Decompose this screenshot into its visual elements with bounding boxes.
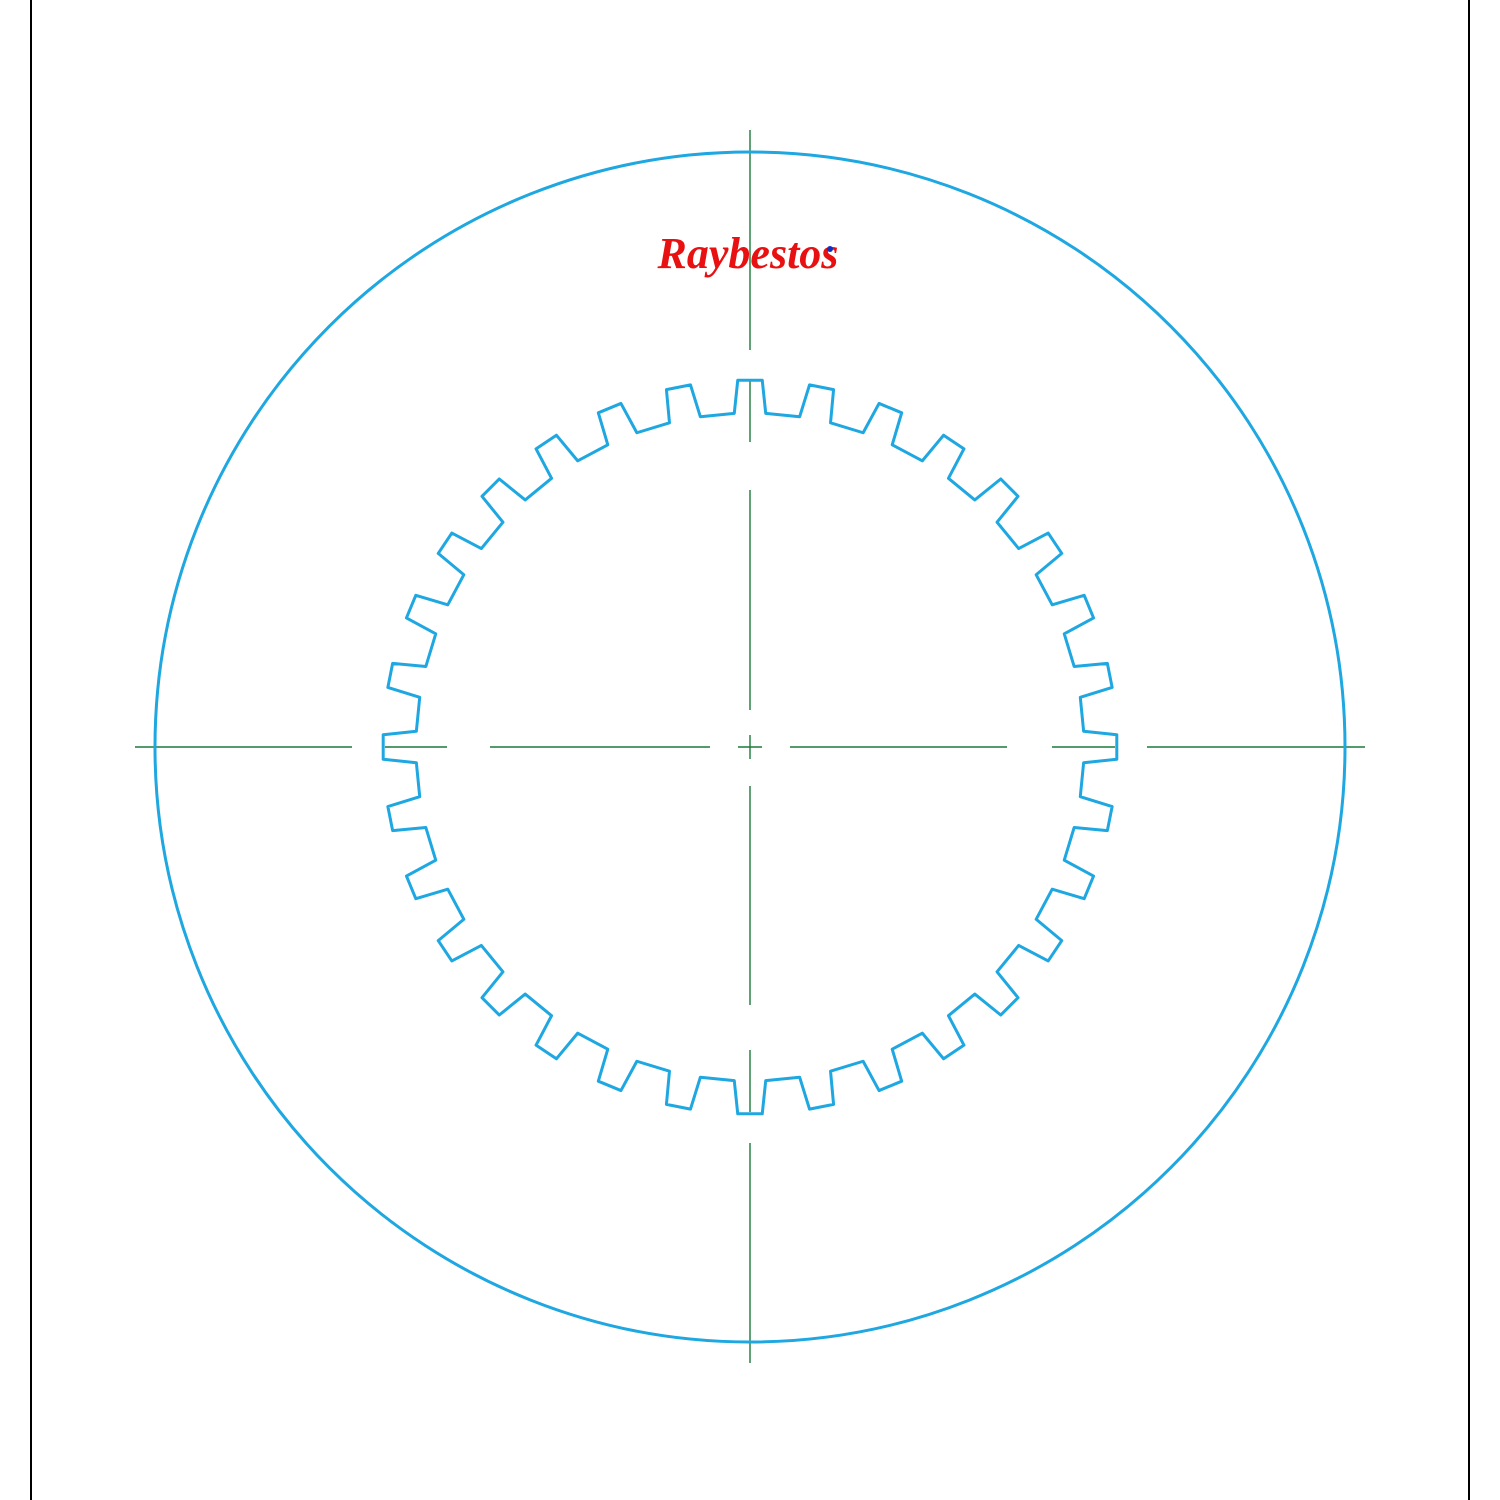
inner-spline-profile xyxy=(381,378,1119,1116)
raybestos-logo: Raybestos xyxy=(657,229,839,278)
logo-text: Raybestos xyxy=(657,229,839,278)
logo-dot xyxy=(827,246,833,252)
outer-diameter-circle xyxy=(153,150,1347,1344)
centerlines xyxy=(135,130,1365,1363)
